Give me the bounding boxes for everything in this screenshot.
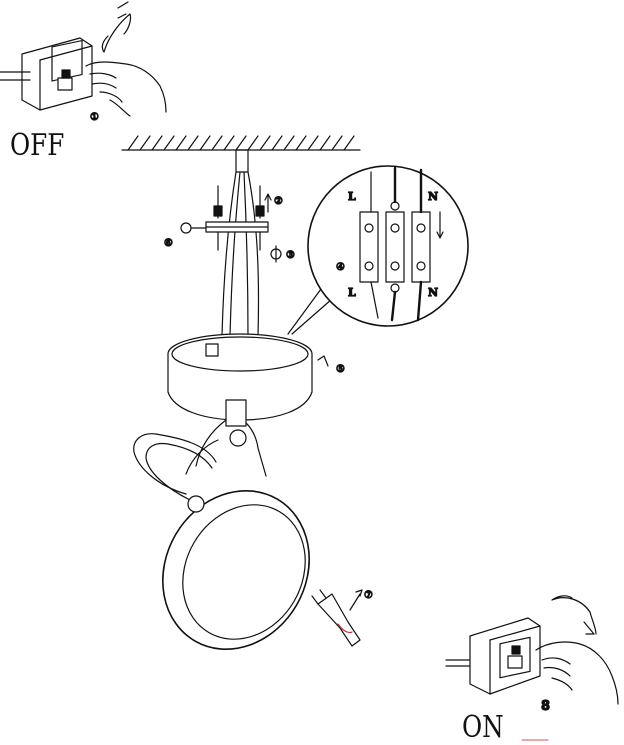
step-5-label: ⑤ <box>336 364 345 375</box>
cable-bundle <box>221 149 260 337</box>
mounting-bracket <box>205 221 269 233</box>
step-2-label: ② <box>274 196 283 207</box>
halogen-bulb-icon <box>311 589 363 647</box>
step-1-label: ① <box>90 112 99 123</box>
power-switch-on <box>445 617 541 695</box>
step-4-label: ④ <box>336 262 345 273</box>
step-8-label: 8 <box>541 699 550 714</box>
terminal-l-top: L <box>348 190 356 203</box>
rotate-arrow-off-icon <box>101 1 132 53</box>
arrow-icon <box>180 193 282 263</box>
terminal-n-bottom: N <box>428 286 438 299</box>
off-label: OFF <box>10 128 65 163</box>
screw-icon <box>213 185 265 251</box>
terminal-n-top: N <box>428 190 438 203</box>
step-7-label: ⑦ <box>364 590 373 601</box>
terminal-inset <box>307 165 469 327</box>
terminal-l-bottom: L <box>348 286 356 299</box>
rotate-arrow-on-icon <box>551 595 597 635</box>
step-6-label: ⑥ <box>164 238 173 249</box>
on-label: ON <box>462 710 504 745</box>
wrench-icon <box>317 355 329 367</box>
hand-off-icon <box>85 61 167 117</box>
lamp-head <box>133 399 310 650</box>
hand-on-icon <box>535 641 619 705</box>
step-3-label: ③ <box>286 250 295 261</box>
canopy <box>167 333 313 421</box>
ceiling <box>121 135 361 151</box>
power-switch-off <box>0 37 93 111</box>
